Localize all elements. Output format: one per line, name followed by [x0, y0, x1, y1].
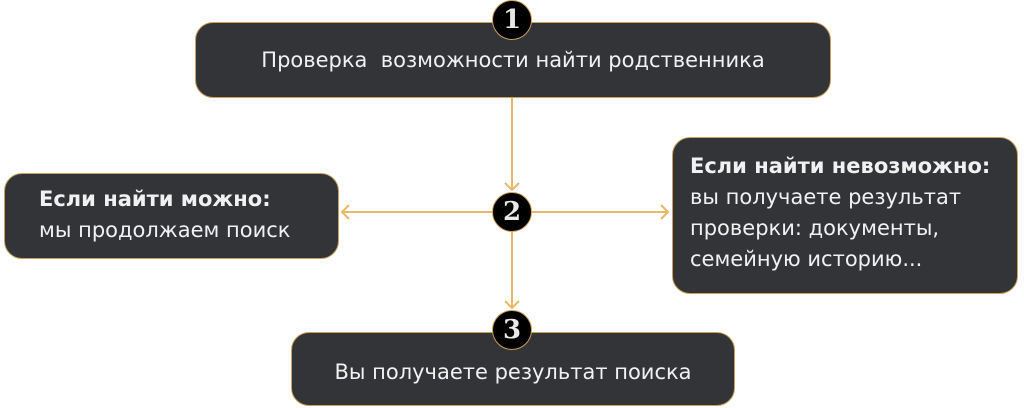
arrow-down-icon — [504, 182, 520, 192]
right-line-2: проверки: документы, — [690, 216, 940, 240]
step-3-number: 3 — [502, 315, 522, 345]
right-outcome-box: Если найти невозможно: вы получаете резу… — [672, 137, 1018, 294]
right-line-1: вы получаете результат — [690, 185, 962, 209]
left-title: Если найти можно: — [39, 187, 271, 211]
left-text: мы продолжаем поиск — [39, 218, 291, 242]
step-3-box: Вы получаете результат поиска — [291, 332, 735, 406]
arrow-right-icon — [660, 204, 670, 220]
arrow-left-icon — [340, 204, 350, 220]
step-1-text: Проверка возможности найти родственника — [261, 47, 765, 72]
right-title: Если найти невозможно: — [690, 154, 991, 178]
step-2-badge: 2 — [492, 192, 532, 232]
right-line-3: семейную историю... — [690, 247, 923, 271]
step-1-badge: 1 — [492, 0, 532, 40]
arrow-down-icon — [504, 300, 520, 310]
step-2-number: 2 — [502, 197, 522, 227]
step-3-text: Вы получаете результат поиска — [334, 359, 692, 384]
step-3-badge: 3 — [492, 310, 532, 350]
left-outcome-box: Если найти можно: мы продолжаем поиск — [4, 173, 339, 259]
step-1-number: 1 — [502, 5, 522, 35]
